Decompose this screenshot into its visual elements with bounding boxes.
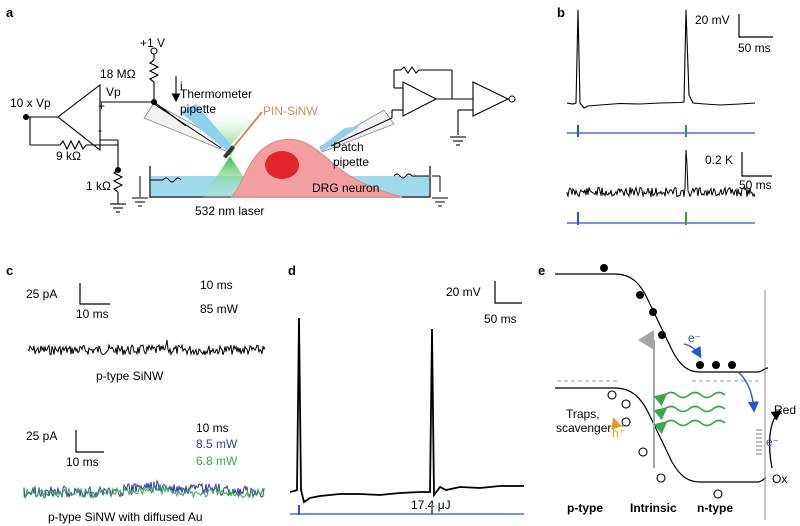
trace-voltage (566, 9, 756, 109)
scalebar-c-bottom (75, 430, 104, 453)
scale-time-c-bottom: 10 ms (66, 455, 99, 469)
duration-c-top: 10 ms (200, 278, 233, 292)
region-intrinsic: Intrinsic (630, 501, 677, 515)
region-p-type: p-type (567, 501, 603, 515)
power-c-top: 85 mW (200, 302, 239, 316)
ground-right (432, 175, 448, 207)
thermometer-pipette (143, 102, 233, 153)
node-feedback (115, 167, 121, 173)
scalebar-c-top (79, 283, 110, 305)
trace-c-top (27, 339, 266, 357)
panel-letter-e: e (538, 263, 545, 278)
power-blue-c: 8.5 mW (196, 437, 238, 451)
scale-voltage-d: 20 mV (446, 285, 481, 299)
patch-pipette (319, 109, 395, 153)
patch-pipette-label-1: Patch (333, 140, 364, 154)
traps-label-2: scavenger (556, 421, 611, 435)
scale-voltage-b: 20 mV (695, 13, 730, 27)
scale-time-c-top: 10 ms (76, 307, 109, 321)
laser-label: 532 nm laser (195, 204, 264, 218)
electron-label-2: e⁻ (766, 435, 779, 449)
duration-c-bottom: 10 ms (196, 421, 229, 435)
caption-c-bottom: p-type SiNW with diffused Au (48, 510, 203, 524)
resistor-9k-label: 9 kΩ (56, 149, 81, 163)
panel-letter-b: b (557, 5, 565, 20)
current-label: i (180, 79, 183, 93)
caption-c-top: p-type SiNW (96, 369, 164, 383)
trace-d-voltage (289, 317, 524, 504)
photon-waves (653, 391, 726, 435)
thermometer-amplifier (26, 47, 187, 213)
nanowire-tip (222, 145, 236, 159)
resistor-1k-label: 1 kΩ (86, 179, 111, 193)
node-output (23, 114, 29, 120)
thermometer-label-2: pipette (180, 102, 216, 116)
panel-a: a PIN-SiNW Patch pipette Thermometer pip… (6, 5, 516, 218)
hole-trap-arrow (611, 417, 625, 430)
scale-time-d: 50 ms (484, 312, 517, 326)
scale-temp-b: 0.2 K (705, 153, 733, 167)
scalebar-b-bottom (741, 152, 772, 177)
trace-temperature (566, 149, 756, 199)
drg-neuron-label: DRG neuron (312, 181, 379, 195)
ground-left (132, 176, 148, 207)
region-n-type: n-type (697, 501, 733, 515)
scale-time-b-top: 50 ms (738, 41, 771, 55)
supply-voltage-label: +1 V (140, 36, 165, 50)
scale-time-b-bottom: 50 ms (739, 178, 772, 192)
patch-amplifier (391, 66, 516, 146)
trace-c-bottom-green (23, 482, 265, 500)
energy-label-d: 17.4 μJ (411, 498, 451, 512)
thermometer-label-1: Thermometer (180, 87, 252, 101)
panel-e: e (538, 263, 796, 520)
node-vp (151, 99, 157, 105)
scale-current-c-top: 25 pA (26, 287, 57, 301)
resistor-18m-label: 18 MΩ (100, 67, 136, 81)
panel-b: b 20 mV 50 ms 0.2 K 50 ms (557, 5, 773, 225)
scalebar-d (494, 281, 522, 304)
holes (607, 390, 723, 499)
red-label: Red (774, 403, 796, 417)
panel-letter-a: a (6, 5, 14, 20)
patch-pipette-label-2: pipette (333, 155, 369, 169)
neuron-nucleus (265, 151, 299, 179)
electron-transfer-arrow (737, 371, 759, 413)
scale-current-c-bottom: 25 pA (26, 429, 57, 443)
surface-states (756, 429, 762, 455)
bath-electrode-right (393, 173, 429, 179)
panel-letter-c: c (6, 263, 13, 278)
pin-sinw-label: PIN-SiNW (263, 104, 318, 118)
electron-drift-arrow (683, 343, 702, 359)
hole-label: h⁺ (612, 426, 625, 440)
power-green-c: 6.8 mW (196, 454, 238, 468)
electron-label-1: e⁻ (688, 331, 701, 345)
valence-band (555, 387, 767, 483)
electrons (600, 264, 736, 369)
vp-label: Vp (106, 85, 121, 99)
traps-label-1: Traps, (566, 407, 600, 421)
ox-label: Ox (772, 472, 787, 486)
panel-letter-d: d (288, 263, 296, 278)
conduction-band (555, 273, 769, 373)
scalebar-b-top (738, 14, 773, 38)
amp-output-label: 10 x Vp (10, 96, 51, 110)
redox-arrow (768, 410, 783, 469)
trace-c-bottom-blue (23, 479, 265, 499)
panel-c: c 25 pA 10 ms 10 ms 85 mW p-type SiNW 25… (6, 263, 266, 524)
opamp-minus: - (98, 123, 102, 137)
opamp-plus: + (98, 99, 105, 113)
panel-d: d 20 mV 50 ms 17.4 μJ (288, 263, 524, 515)
